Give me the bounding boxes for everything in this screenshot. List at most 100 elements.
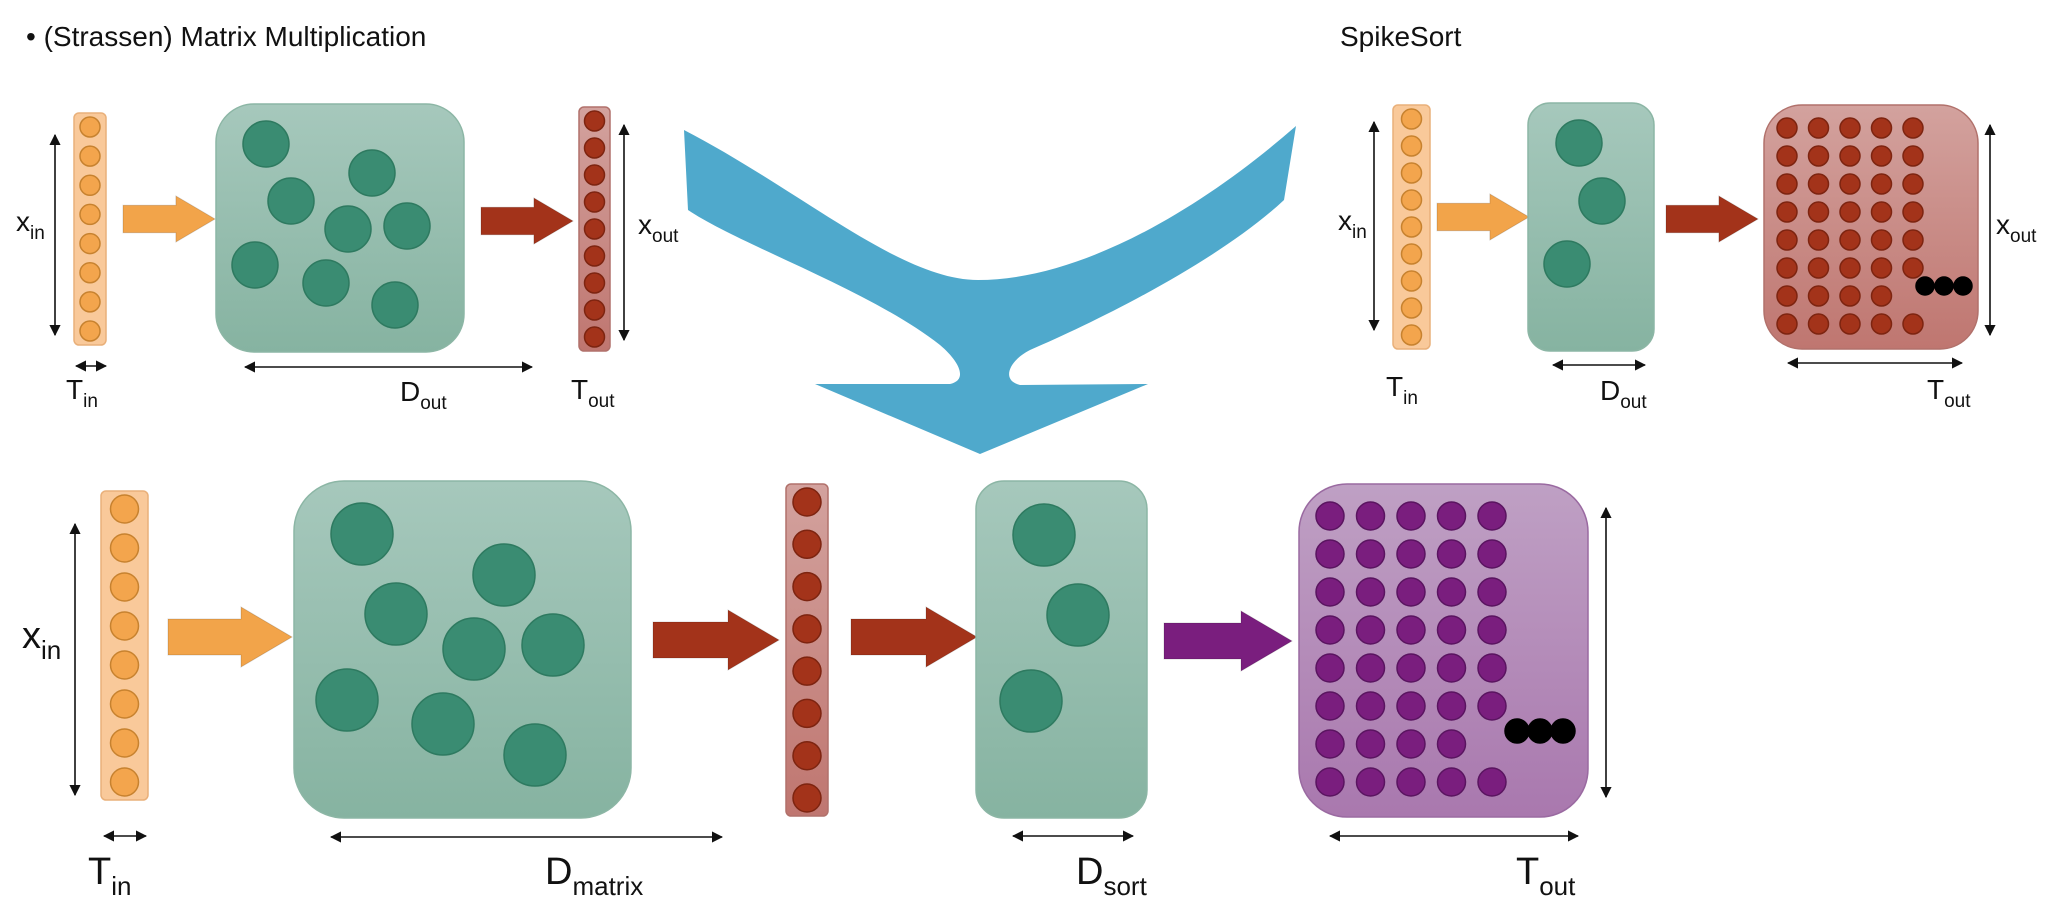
d-sort-label: Dsort: [1076, 851, 1148, 901]
output-node: [1807, 257, 1830, 279]
node: [109, 611, 140, 641]
x-in-label: xin: [22, 615, 61, 665]
output-node: [1870, 257, 1893, 279]
node: [583, 272, 606, 294]
node: [583, 191, 606, 213]
output-node: [1355, 653, 1386, 683]
ellipsis-dots-icon: [1504, 718, 1530, 744]
output-node: [1355, 691, 1386, 721]
ellipsis-dots-icon: [1527, 718, 1553, 744]
x-out-label: xout: [638, 209, 679, 247]
node: [109, 533, 140, 563]
output-node: [1355, 501, 1386, 531]
x-in-label: xin: [16, 206, 45, 244]
output-node: [1355, 539, 1386, 569]
output-node: [1902, 257, 1924, 279]
output-node: [1396, 615, 1426, 645]
node: [792, 487, 822, 517]
hidden-node: [330, 502, 394, 566]
output-node: [1315, 767, 1345, 797]
node: [109, 650, 140, 680]
hidden-node: [267, 177, 315, 225]
output-node: [1776, 229, 1798, 251]
hidden-node: [302, 259, 350, 307]
node: [1400, 108, 1423, 130]
output-node: [1776, 285, 1798, 307]
hidden-node: [1555, 119, 1603, 167]
output-node: [1355, 577, 1386, 607]
output-node: [1839, 201, 1861, 223]
hidden-node: [442, 617, 506, 681]
hidden-node: [231, 241, 279, 289]
output-node: [1477, 767, 1507, 797]
output-node: [1436, 501, 1467, 531]
node: [792, 698, 822, 729]
node: [79, 291, 101, 313]
hidden-node: [1543, 240, 1591, 288]
node: [1400, 324, 1423, 346]
x-out-label: xout: [1996, 209, 2037, 247]
hidden-node: [999, 669, 1063, 733]
intermediate-vector: [785, 483, 829, 817]
output-node: [1396, 691, 1426, 721]
node: [583, 245, 606, 267]
output-node: [1902, 313, 1924, 335]
output-node: [1807, 313, 1830, 335]
output-node: [1477, 691, 1507, 721]
output-node: [1396, 767, 1426, 797]
hidden-node: [324, 205, 372, 253]
output-node: [1807, 145, 1830, 167]
ellipsis-dots-icon: [1550, 718, 1576, 744]
output-node: [1870, 145, 1893, 167]
hidden-node: [383, 202, 431, 250]
output-node: [1807, 285, 1830, 307]
node: [79, 116, 101, 138]
output-node: [1870, 229, 1893, 251]
output-node: [1902, 173, 1924, 195]
output-node: [1807, 229, 1830, 251]
output-node: [1355, 615, 1386, 645]
node: [1400, 297, 1423, 319]
output-node: [1776, 173, 1798, 195]
output-node: [1870, 117, 1893, 139]
output-node: [1315, 691, 1345, 721]
output-node: [1902, 145, 1924, 167]
output-node: [1870, 173, 1893, 195]
hidden-node: [364, 582, 428, 646]
output-node: [1396, 729, 1426, 759]
d-out-label: Dout: [1600, 375, 1647, 413]
output-node: [1807, 173, 1830, 195]
hidden-node: [472, 543, 536, 607]
hidden-layer-block: [1527, 102, 1655, 352]
node: [1400, 189, 1423, 211]
flow-arrow-icon: [1665, 195, 1759, 243]
flow-arrow-icon: [167, 606, 293, 668]
output-node: [1315, 539, 1345, 569]
output-layer-block: [1298, 483, 1589, 818]
hidden-node: [411, 692, 475, 756]
hidden-node: [242, 120, 290, 168]
output-node: [1839, 145, 1861, 167]
hidden-node: [371, 281, 419, 329]
output-node: [1396, 577, 1426, 607]
merge-arrow-icon: [684, 126, 1296, 454]
output-node: [1315, 501, 1345, 531]
flow-arrow-icon: [1436, 193, 1530, 241]
t-out-label: Tout: [571, 374, 615, 412]
input-vector: [100, 490, 149, 801]
node: [79, 145, 101, 167]
x-in-label: xin: [1338, 205, 1367, 243]
node: [583, 137, 606, 159]
output-node: [1807, 201, 1830, 223]
node: [79, 232, 101, 255]
output-node: [1839, 173, 1861, 195]
output-node: [1315, 615, 1345, 645]
node: [792, 783, 822, 813]
node: [583, 299, 606, 321]
node: [79, 261, 101, 284]
output-node: [1839, 117, 1861, 139]
output-node: [1902, 201, 1924, 223]
ellipsis-dots-icon: [1934, 276, 1954, 296]
flow-arrow-icon: [652, 609, 780, 671]
output-node: [1902, 117, 1924, 139]
